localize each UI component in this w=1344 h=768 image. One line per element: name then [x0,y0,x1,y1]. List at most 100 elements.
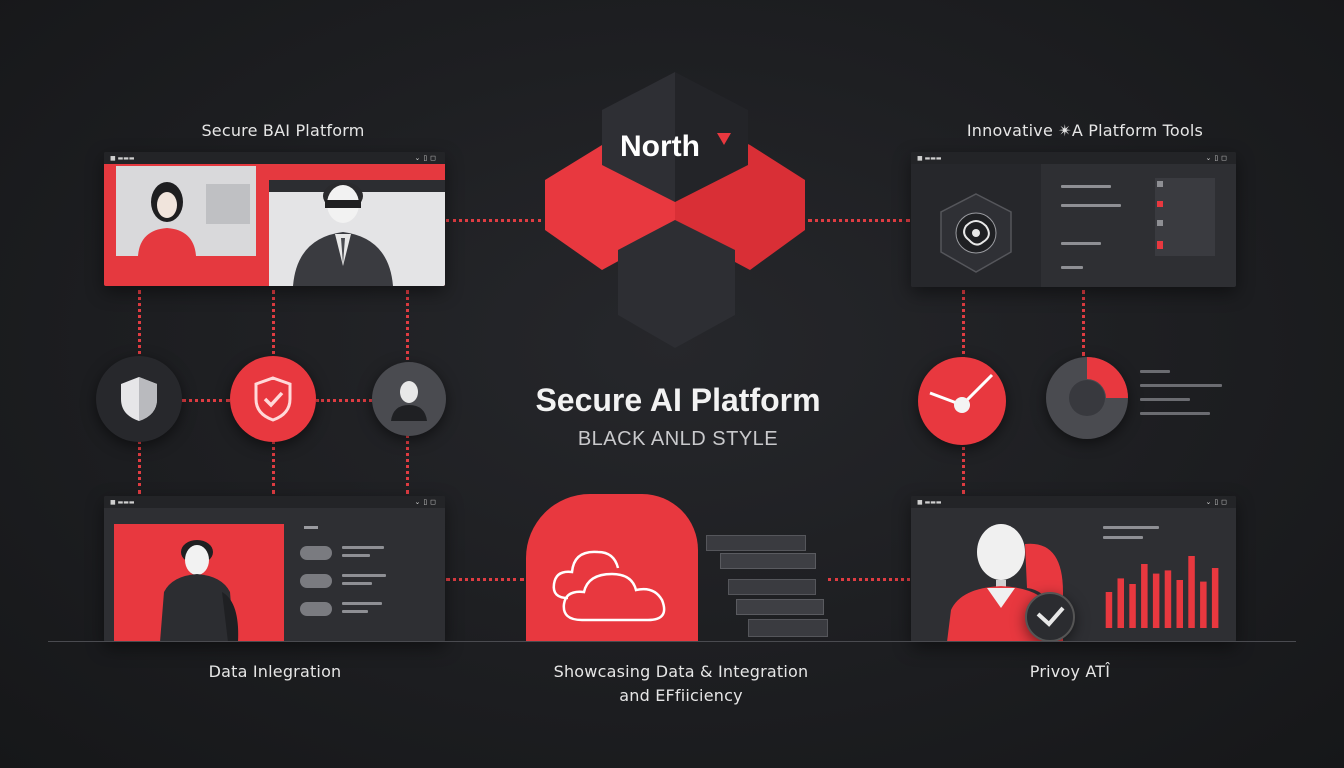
connector-left-logo [446,219,541,222]
ai-marker-3 [1157,220,1163,226]
man-avatar-icon [293,182,393,286]
privacy-bar [1129,584,1136,628]
server-unit-3 [728,579,816,595]
window-titlebar: ■ ▬▬▬ ⌄▯◻ [104,496,445,508]
logo-hex-dark-top-right [675,72,748,202]
privacy-ai-window[interactable]: ■ ▬▬▬ ⌄▯◻ [911,496,1236,642]
ai-row-2[interactable] [1061,204,1121,207]
data-line-5 [342,602,382,605]
brain-chip-icon [940,193,1012,273]
server-stack [698,535,832,643]
logo-hex-dark-bottom [618,220,735,348]
window-controls[interactable]: ⌄▯◻ [1205,499,1230,506]
right-text-line-2 [1140,384,1222,387]
data-line-4 [342,582,372,585]
shield-circle-button[interactable] [96,356,182,442]
ai-marker-4 [1157,241,1163,249]
privacy-bar [1188,556,1195,628]
donut-chart-icon [1069,357,1128,416]
privacy-check-badge[interactable] [1025,592,1075,642]
window-titlebar: ■ ▬▬▬ ⌄▯◻ [104,152,445,164]
shield-icon [121,377,157,421]
window-title-mark: ■ ▬▬▬ [110,498,135,506]
data-line-3 [342,574,386,577]
privacy-bar [1152,573,1160,628]
data-line-6 [342,610,368,613]
window-title-mark: ■ ▬▬▬ [110,154,135,162]
data-toggle-3[interactable] [300,602,332,616]
tile-sidebar [206,184,250,224]
right-text-line-4 [1140,412,1210,415]
woman-avatar-icon [138,182,196,256]
privacy-bar [1141,564,1148,628]
ai-tools-window[interactable]: ■ ▬▬▬ ⌄▯◻ [911,152,1236,287]
label-data-integration: Data Inlegration [208,662,342,681]
ai-marker-1 [1157,181,1163,187]
person-avatar-icon [160,540,239,642]
shield-check-circle-button[interactable] [230,356,316,442]
checkmark-icon [1036,606,1065,627]
shield-check-icon [254,376,292,422]
privacy-line-1 [1103,526,1159,529]
video-call-window[interactable]: ■ ▬▬▬ ⌄▯◻ [104,152,445,286]
window-titlebar: ■ ▬▬▬ ⌄▯◻ [911,152,1236,164]
server-unit-5 [748,619,828,637]
connector-v5 [1082,290,1085,356]
window-controls[interactable]: ⌄▯◻ [414,155,439,162]
right-text-line-3 [1140,398,1190,401]
cloud-card[interactable] [526,494,698,642]
user-circle-button[interactable] [372,362,446,436]
participant-tile-woman[interactable] [116,166,256,256]
connector-bottom-left [446,578,524,581]
privacy-bar [1200,581,1207,628]
page-subtitle: BLACK ANLD STYLE [577,428,779,450]
participant-tile-man[interactable] [269,180,445,286]
privacy-bar-chart [1105,556,1219,628]
window-title-mark: ■ ▬▬▬ [917,498,942,506]
tile-header [269,180,445,192]
privacy-bar [1105,592,1113,628]
north-logo[interactable] [540,70,810,350]
data-line-2 [342,554,370,557]
connector-logo-right [808,219,910,222]
privacy-bar [1117,578,1124,628]
connector-circles-2 [316,399,372,402]
ai-row-3[interactable] [1061,242,1101,245]
label-secure-bai-platform: Secure BAI Platform [201,121,365,140]
server-unit-2 [720,553,816,569]
connector-bottom-right [828,578,910,581]
user-avatar-icon [391,381,427,421]
label-showcasing-line-1: Showcasing Data & Integration [553,662,809,681]
privacy-bar [1176,580,1183,628]
data-toggle-1[interactable] [300,546,332,560]
clock-icon [929,373,994,413]
ai-list-panel [1155,178,1215,256]
data-line-1 [342,546,384,549]
baseline-divider [48,641,1296,642]
logo-text: North [620,130,700,163]
logo-hex-dark-top-left [602,72,675,202]
window-controls[interactable]: ⌄▯◻ [1205,155,1230,162]
privacy-line-2 [1103,536,1143,539]
label-privacy-ai: Privoy ATÎ [1029,662,1111,681]
data-toggle-2[interactable] [300,574,332,588]
privacy-bar [1211,568,1219,628]
page-title: Secure AI Platform [535,382,821,418]
logo-arrow-icon [717,133,731,145]
server-unit-1 [706,535,806,551]
data-integration-window[interactable]: ■ ▬▬▬ ⌄▯◻ [104,496,445,642]
data-list-header [304,526,318,529]
ai-marker-2 [1157,201,1163,207]
ai-row-1[interactable] [1061,185,1111,188]
donut-chart-circle-button[interactable] [1046,357,1128,439]
connector-circles-1 [182,399,230,402]
server-unit-4 [736,599,824,615]
ai-row-4[interactable] [1061,266,1083,269]
window-titlebar: ■ ▬▬▬ ⌄▯◻ [911,496,1236,508]
label-showcasing-line-2: and EFfiiciency [619,686,743,705]
clock-circle-button[interactable] [918,357,1006,445]
label-innovative-platform-tools: Innovative ✴A Platform Tools [966,121,1204,140]
right-text-line-1 [1140,370,1170,373]
window-controls[interactable]: ⌄▯◻ [414,499,439,506]
cloud-icon [552,550,666,622]
